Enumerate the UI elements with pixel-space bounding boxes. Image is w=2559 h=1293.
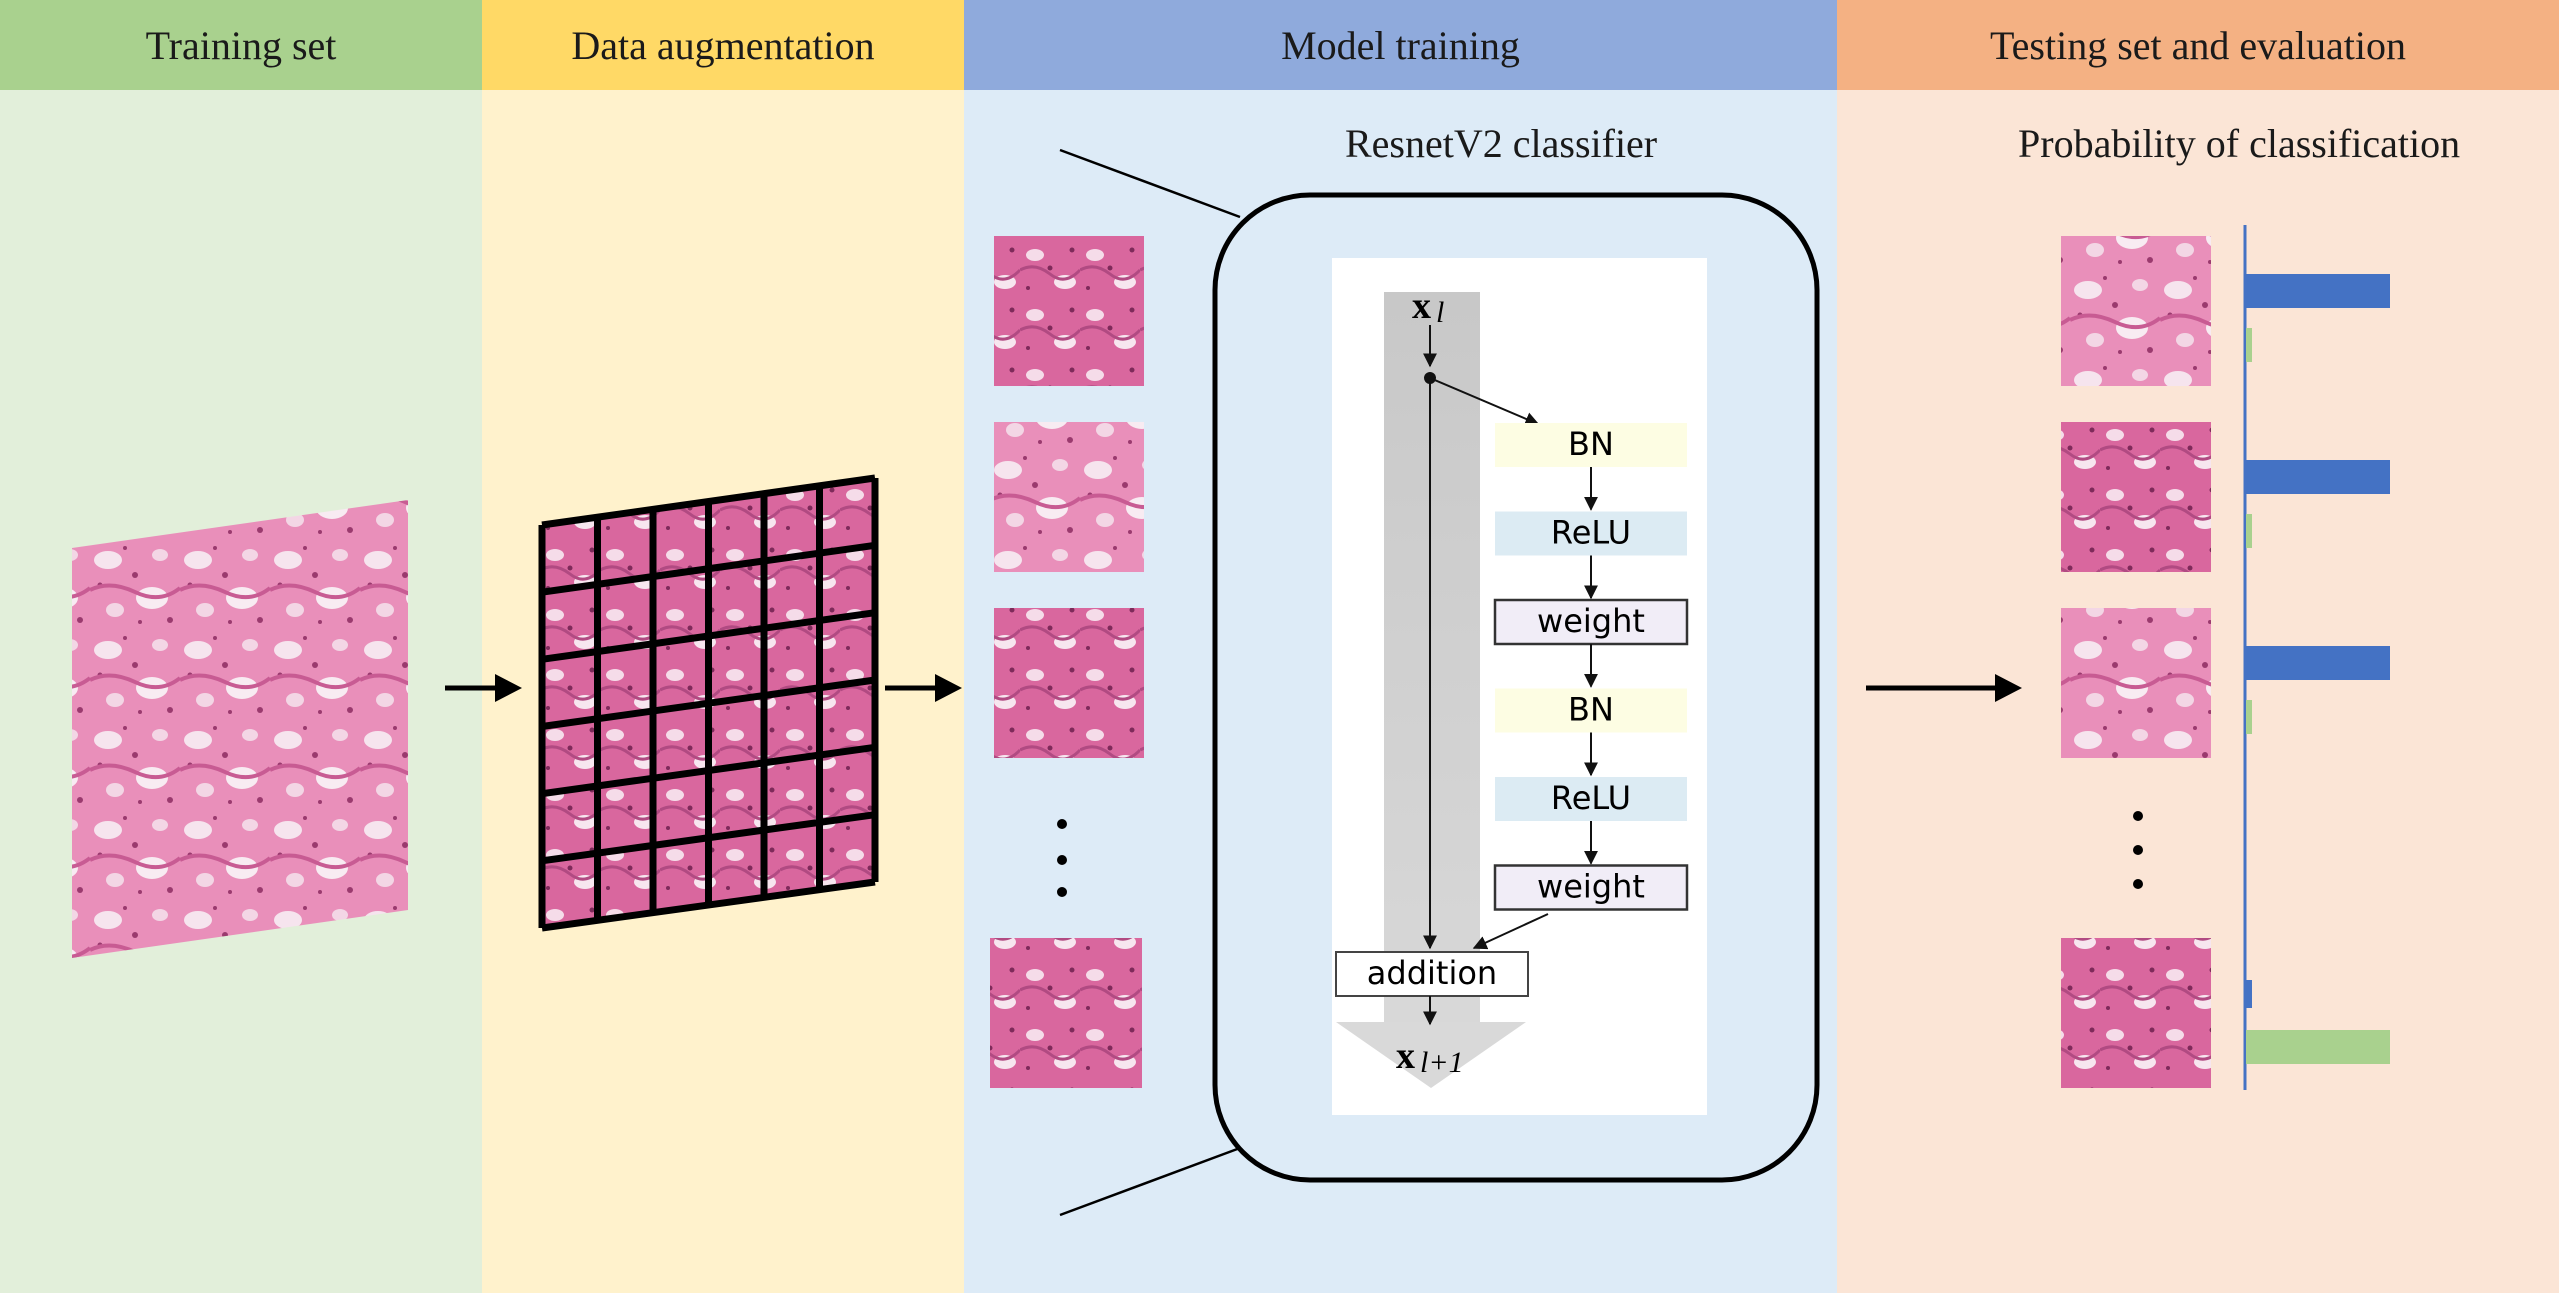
column-header: Data augmentation [482, 0, 964, 90]
layer-box-relu [1495, 777, 1687, 821]
input-label: x [1412, 285, 1431, 327]
ellipsis-dot [2133, 845, 2143, 855]
grid-line [541, 878, 876, 932]
shortcut-shaft [1336, 292, 1526, 1088]
training-patch [994, 608, 1144, 758]
training-patch [994, 422, 1144, 572]
ellipsis-dot [2133, 879, 2143, 889]
arrow-training-to-augmentation [445, 674, 522, 702]
output-label: x [1396, 1035, 1415, 1077]
layer-label: ReLU [1551, 514, 1631, 552]
training-patch [990, 938, 1142, 1088]
probability-bars [2246, 274, 2390, 1064]
probability-title: Probability of classification [2018, 121, 2461, 166]
addition-label: addition [1367, 954, 1497, 992]
testing-patch [2061, 608, 2211, 758]
ellipsis-dot [1057, 887, 1067, 897]
layer-box-weight [1493, 598, 1689, 646]
arrow-augmentation-to-model [885, 674, 962, 702]
probability-bar [2246, 700, 2252, 734]
classifier-box [1212, 192, 1820, 1183]
augmentation-patch-grid [538, 474, 879, 932]
ellipsis-dot [1057, 819, 1067, 829]
probability-bar [2246, 328, 2252, 362]
probability-bar [2246, 274, 2390, 308]
input-subscript: l [1436, 296, 1444, 329]
zoom-line-top [1059, 148, 1241, 219]
layer-label: weight [1537, 868, 1645, 906]
connector [1429, 377, 1540, 426]
training-wsi-image [72, 500, 408, 958]
column-header: Testing set and evaluation [1837, 0, 2559, 90]
layer-label: ReLU [1551, 779, 1631, 817]
layer-box-bn [1495, 423, 1687, 467]
testing-patch [2061, 236, 2211, 386]
addition-box [1335, 951, 1529, 997]
probability-bar [2246, 460, 2390, 494]
ellipsis-dot [1057, 855, 1067, 865]
layer-label: BN [1568, 425, 1614, 463]
training-patch [994, 236, 1144, 386]
layer-box-relu [1495, 511, 1687, 556]
layer-label: weight [1537, 602, 1645, 640]
column-header: Training set [0, 0, 482, 90]
column-header: Model training [964, 0, 1837, 90]
testing-patch-list [2061, 236, 2211, 1088]
output-subscript: l+1 [1420, 1046, 1464, 1079]
zoom-line-bottom [1059, 1146, 1241, 1217]
training-patch-list [990, 236, 1144, 1088]
testing-patch [2061, 938, 2211, 1088]
connector [1472, 913, 1549, 950]
layer-box-weight [1493, 864, 1689, 911]
arrow-model-to-testing [1866, 674, 2022, 702]
probability-bar [2246, 1030, 2390, 1064]
probability-bar [2246, 646, 2390, 680]
ellipsis-dot [2133, 811, 2143, 821]
probability-bar [2246, 514, 2252, 548]
probability-bar [2246, 980, 2252, 1008]
layer-label: BN [1568, 691, 1614, 729]
layer-box-bn [1495, 688, 1687, 733]
classifier-title: ResnetV2 classifier [1345, 121, 1658, 166]
testing-patch [2061, 422, 2211, 572]
